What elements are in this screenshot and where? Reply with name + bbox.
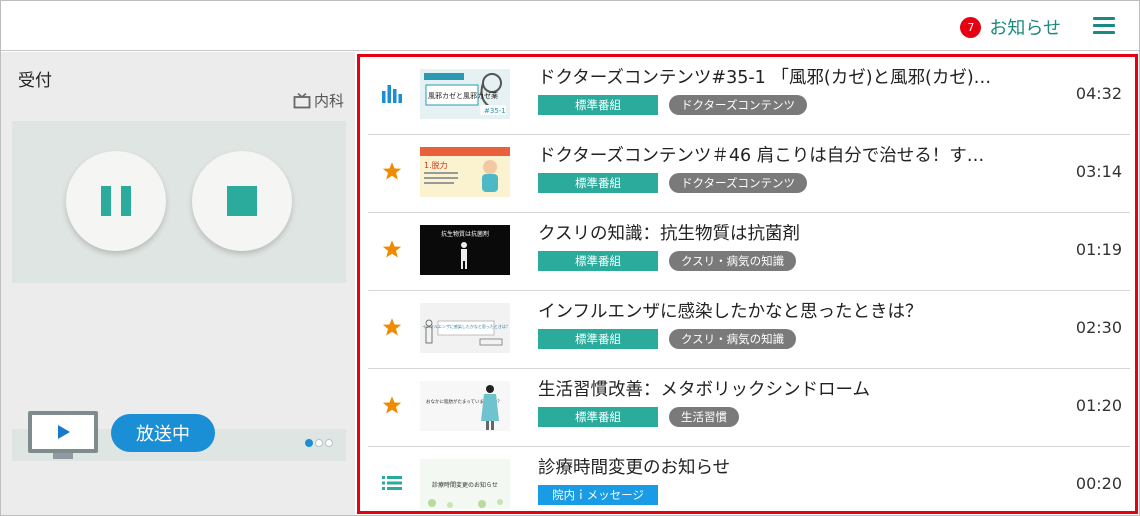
genre-tag: ドクターズコンテンツ bbox=[669, 173, 807, 193]
item-title: インフルエンザに感染したかなと思ったときは？ bbox=[538, 302, 923, 322]
thumbnail-text: 抗生物質は抗菌剤 bbox=[441, 230, 489, 238]
pause-button[interactable] bbox=[66, 151, 166, 251]
star-icon[interactable] bbox=[380, 237, 404, 261]
playlist: 風邪カゼと風邪カゼ薬 #35-1 ドクターズコンテンツ#35-1 「風邪(カゼ)… bbox=[357, 54, 1138, 514]
item-duration: 01:19 bbox=[1075, 240, 1122, 259]
thumbnail-text: 風邪カゼと風邪カゼ薬 bbox=[428, 91, 498, 100]
thumbnail: 風邪カゼと風邪カゼ薬 #35-1 bbox=[420, 69, 510, 119]
stop-icon bbox=[227, 186, 257, 216]
category-tag: 標準番組 bbox=[538, 95, 658, 115]
category-tag: 標準番組 bbox=[538, 173, 658, 193]
playlist-item[interactable]: 1.脱力 ドクターズコンテンツ＃46 肩こりは自分で治せる！す… 標準番組 ドク… bbox=[368, 135, 1130, 213]
category-tag: 標準番組 bbox=[538, 251, 658, 271]
playlist-item[interactable]: 抗生物質は抗菌剤 クスリの知識：抗生物質は抗菌剤 標準番組 クスリ・病気の知識 … bbox=[368, 213, 1130, 291]
playlist-item[interactable]: 風邪カゼと風邪カゼ薬 #35-1 ドクターズコンテンツ#35-1 「風邪(カゼ)… bbox=[368, 57, 1130, 135]
tv-icon bbox=[293, 92, 311, 108]
department-label: 内科 bbox=[293, 90, 344, 111]
item-title: 生活習慣改善：メタボリックシンドローム bbox=[538, 380, 870, 400]
thumbnail: 診療時間変更のお知らせ bbox=[420, 459, 510, 509]
item-duration: 01:20 bbox=[1075, 396, 1122, 415]
thumbnail-text: 1.脱力 bbox=[424, 160, 448, 170]
category-tag: 標準番組 bbox=[538, 329, 658, 349]
thumbnail-text: インフルエンザに感染したかなと思ったときは？ bbox=[422, 323, 510, 329]
header: 7 お知らせ bbox=[1, 1, 1139, 51]
notice-button[interactable]: 7 お知らせ bbox=[960, 14, 1061, 40]
now-playing-bars-icon bbox=[380, 81, 404, 105]
thumbnail: 抗生物質は抗菌剤 bbox=[420, 225, 510, 275]
star-icon[interactable] bbox=[380, 393, 404, 417]
broadcast-bar: 放送中 bbox=[12, 411, 346, 461]
hamburger-menu-icon[interactable] bbox=[1093, 17, 1115, 35]
item-duration: 02:30 bbox=[1075, 318, 1122, 337]
item-title: クスリの知識：抗生物質は抗菌剤 bbox=[538, 224, 800, 244]
thumbnail-text: 診療時間変更のお知らせ bbox=[432, 481, 498, 489]
notice-count-badge: 7 bbox=[960, 16, 982, 38]
svg-text:#35-1: #35-1 bbox=[484, 107, 506, 115]
category-tag: 院内ｉメッセージ bbox=[538, 485, 658, 505]
notice-label: お知らせ bbox=[989, 18, 1061, 39]
item-duration: 00:20 bbox=[1075, 474, 1122, 493]
item-title: ドクターズコンテンツ#35-1 「風邪(カゼ)と風邪(カゼ)… bbox=[538, 68, 992, 88]
genre-tag: 生活習慣 bbox=[669, 407, 739, 427]
playlist-item[interactable]: 診療時間変更のお知らせ 診療時間変更のお知らせ 院内ｉメッセージ 00:20 bbox=[368, 447, 1130, 511]
thumbnail-text: おなかに脂肪がたまっていませんか？ bbox=[426, 398, 502, 405]
stop-button[interactable] bbox=[192, 151, 292, 251]
thumbnail: 1.脱力 bbox=[420, 147, 510, 197]
player-controls bbox=[12, 121, 346, 283]
genre-tag: クスリ・病気の知識 bbox=[669, 251, 797, 271]
star-icon[interactable] bbox=[380, 315, 404, 339]
playlist-item[interactable]: インフルエンザに感染したかなと思ったときは？ インフルエンザに感染したかなと思っ… bbox=[368, 291, 1130, 369]
page-dot[interactable] bbox=[315, 439, 323, 447]
genre-tag: クスリ・病気の知識 bbox=[669, 329, 797, 349]
page-dot[interactable] bbox=[325, 439, 333, 447]
monitor-play-icon[interactable] bbox=[28, 411, 98, 459]
star-icon[interactable] bbox=[380, 159, 404, 183]
item-duration: 03:14 bbox=[1075, 162, 1122, 181]
playlist-item[interactable]: おなかに脂肪がたまっていませんか？ 生活習慣改善：メタボリックシンドローム 標準… bbox=[368, 369, 1130, 447]
genre-tag: ドクターズコンテンツ bbox=[669, 95, 807, 115]
left-panel: 受付 内科 放送中 bbox=[1, 52, 355, 515]
room-name: 受付 bbox=[18, 71, 52, 91]
page-dot[interactable] bbox=[305, 439, 313, 447]
thumbnail: インフルエンザに感染したかなと思ったときは？ bbox=[420, 303, 510, 353]
department-name: 内科 bbox=[313, 92, 344, 110]
item-duration: 04:32 bbox=[1075, 84, 1122, 103]
page-indicator[interactable] bbox=[305, 439, 333, 447]
thumbnail: おなかに脂肪がたまっていませんか？ bbox=[420, 381, 510, 431]
item-title: 診療時間変更のお知らせ bbox=[538, 458, 731, 478]
category-tag: 標準番組 bbox=[538, 407, 658, 427]
message-list-icon bbox=[380, 471, 404, 495]
item-title: ドクターズコンテンツ＃46 肩こりは自分で治せる！す… bbox=[538, 146, 985, 166]
onair-button[interactable]: 放送中 bbox=[111, 414, 215, 452]
